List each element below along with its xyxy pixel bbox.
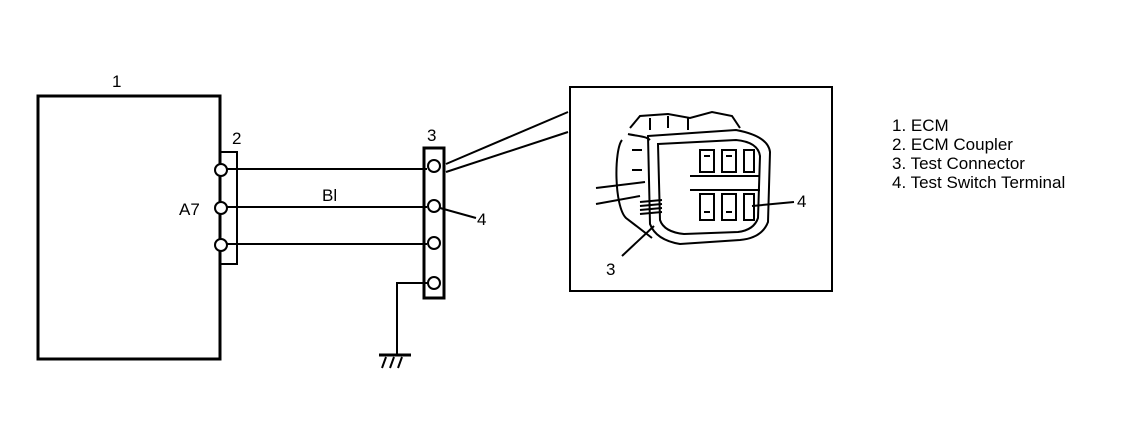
ground-icon [379,353,411,369]
callout-line-bottom [445,131,569,173]
detail-connector-number-label: 3 [606,260,615,279]
test-pin-switch [427,199,441,213]
detail-connector-leader [621,225,655,257]
terminal-leader [439,207,477,219]
test-pin-ground [427,276,441,290]
coupler-pin-a7 [214,201,228,215]
test-connector-number-label: 3 [427,126,436,145]
coupler-number-label: 2 [232,129,241,148]
test-connector [422,146,446,300]
detail-terminal-leader [751,201,795,207]
wire-color-label: Bl [322,186,337,205]
detail-terminal-number-label: 4 [797,192,806,211]
ground-wire [396,282,428,354]
terminal-a7-label: A7 [179,200,200,219]
legend-item-test-switch-terminal: 4. Test Switch Terminal [892,173,1066,192]
ecm-box [36,94,222,361]
test-pin-3 [427,236,441,250]
detail-box [569,86,833,292]
connector-illustration-icon [595,110,772,246]
test-pin-1 [427,159,441,173]
coupler-pin-3 [214,238,228,252]
legend: 1. ECM 2. ECM Coupler 3. Test Connector … [892,116,1065,192]
callout-line-top [445,111,569,165]
ecm-number-label: 1 [112,72,121,91]
legend-item-ecm: 1. ECM [892,116,949,135]
coupler-pin-1 [214,163,228,177]
legend-item-test-connector: 3. Test Connector [892,154,1025,173]
test-switch-number-label: 4 [477,210,486,229]
legend-item-ecm-coupler: 2. ECM Coupler [892,135,1013,154]
